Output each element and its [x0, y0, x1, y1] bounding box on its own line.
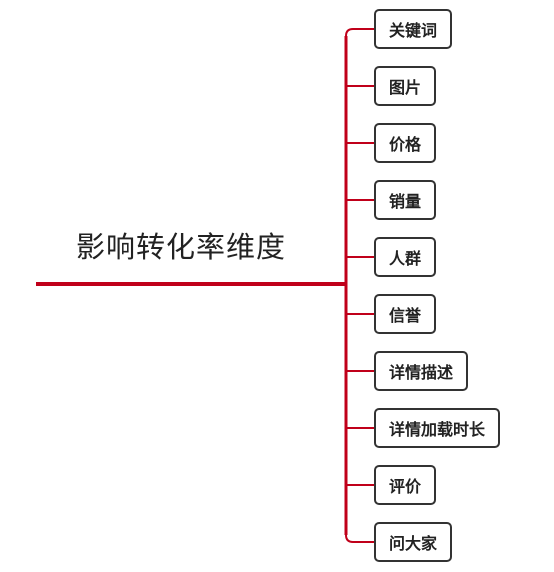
branch-node-reputation[interactable]: 信誉 [374, 294, 437, 334]
root-topic[interactable]: 影响转化率维度 [76, 230, 287, 264]
branch-node-detail-desc[interactable]: 详情描述 [374, 351, 469, 391]
branch-node-sales[interactable]: 销量 [374, 180, 437, 220]
branch-node-keywords[interactable]: 关键词 [374, 9, 453, 49]
branch-node-detail-load[interactable]: 详情加载时长 [374, 408, 501, 448]
branch-node-price[interactable]: 价格 [374, 123, 437, 163]
branch-node-ask-everyone[interactable]: 问大家 [374, 522, 453, 562]
branch-node-images[interactable]: 图片 [374, 66, 437, 106]
branch-connector [345, 28, 374, 37]
branch-node-audience[interactable]: 人群 [374, 237, 437, 277]
branch-connector [345, 534, 374, 543]
branch-node-reviews[interactable]: 评价 [374, 465, 437, 505]
